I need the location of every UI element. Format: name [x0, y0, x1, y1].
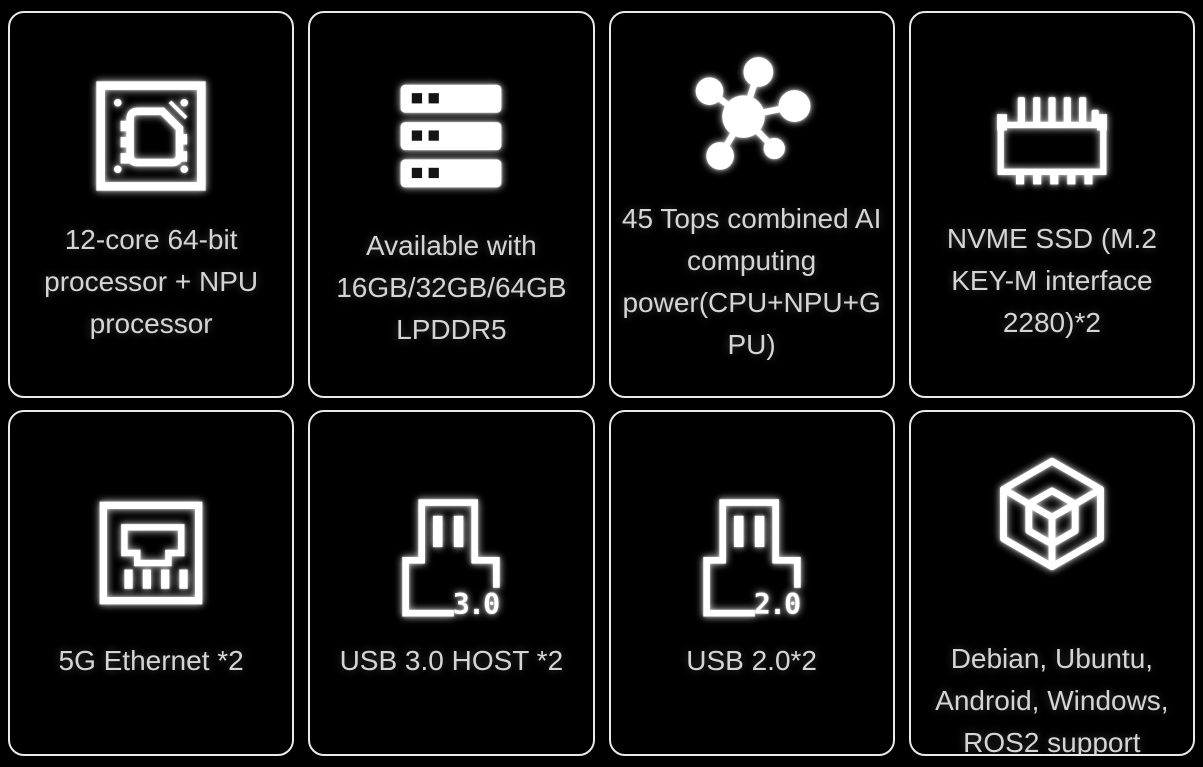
feature-card-os-support: Debian, Ubuntu, Android, Windows, ROS2 s…: [908, 410, 1195, 756]
caption-line: NVME SSD (M.2: [946, 223, 1157, 254]
caption-line: USB 3.0 HOST *2: [339, 645, 564, 676]
cpu-chip-icon: [94, 79, 208, 193]
caption-line: PU): [727, 329, 776, 360]
feature-card-usb2: 2.0 USB 2.0*2: [608, 410, 895, 756]
feature-caption: 12-core 64-bit processor + NPU processor: [10, 219, 292, 345]
usb-version-label: 2.0: [753, 588, 799, 619]
caption-line: processor: [89, 308, 213, 339]
feature-caption: NVME SSD (M.2 KEY-M interface 2280)*2: [911, 218, 1193, 344]
caption-line: USB 2.0*2: [686, 645, 817, 676]
feature-caption: 5G Ethernet *2: [10, 640, 292, 682]
feature-card-memory: Available with 16GB/32GB/64GB LPDDR5: [308, 11, 595, 398]
caption-line: power(CPU+NPU+G: [622, 287, 881, 318]
feature-card-processor: 12-core 64-bit processor + NPU processor: [8, 11, 295, 398]
feature-card-ai-computing: 45 Tops combined AI computing power(CPU+…: [608, 11, 895, 398]
feature-caption: 45 Tops combined AI computing power(CPU+…: [611, 198, 893, 366]
feature-caption: USB 2.0*2: [611, 640, 893, 682]
ethernet-port-icon: [96, 498, 206, 608]
ram-server-stack-icon: [395, 77, 507, 197]
ssd-chip-icon: [989, 89, 1115, 188]
feature-card-usb3: 3.0 USB 3.0 HOST *2: [308, 410, 595, 756]
caption-line: Debian, Ubuntu,: [950, 643, 1154, 674]
caption-line: 2280)*2: [1002, 307, 1101, 338]
caption-line: 45 Tops combined AI: [621, 203, 882, 234]
ai-node-network-icon: [688, 55, 816, 174]
caption-line: 16GB/32GB/64GB: [336, 272, 567, 303]
feature-card-storage: NVME SSD (M.2 KEY-M interface 2280)*2: [908, 11, 1195, 398]
feature-card-ethernet: 5G Ethernet *2: [8, 410, 295, 756]
feature-caption: Debian, Ubuntu, Android, Windows, ROS2 s…: [911, 638, 1193, 756]
caption-line: 12-core 64-bit: [64, 224, 238, 255]
caption-line: LPDDR5: [396, 314, 507, 345]
caption-line: ROS2 support: [963, 727, 1141, 756]
usb-plug-icon: 3.0: [399, 494, 503, 619]
caption-line: KEY-M interface: [951, 265, 1153, 296]
caption-line: computing: [687, 245, 817, 276]
caption-line: 5G Ethernet *2: [58, 645, 244, 676]
feature-caption: USB 3.0 HOST *2: [310, 640, 592, 682]
usb-version-label: 3.0: [453, 588, 499, 619]
caption-line: Android, Windows,: [935, 685, 1169, 716]
usb-plug-icon: 2.0: [700, 494, 804, 619]
feature-caption: Available with 16GB/32GB/64GB LPDDR5: [310, 225, 592, 351]
caption-line: Available with: [366, 230, 537, 261]
cube-3d-icon: [994, 456, 1110, 572]
caption-line: processor + NPU: [44, 266, 259, 297]
